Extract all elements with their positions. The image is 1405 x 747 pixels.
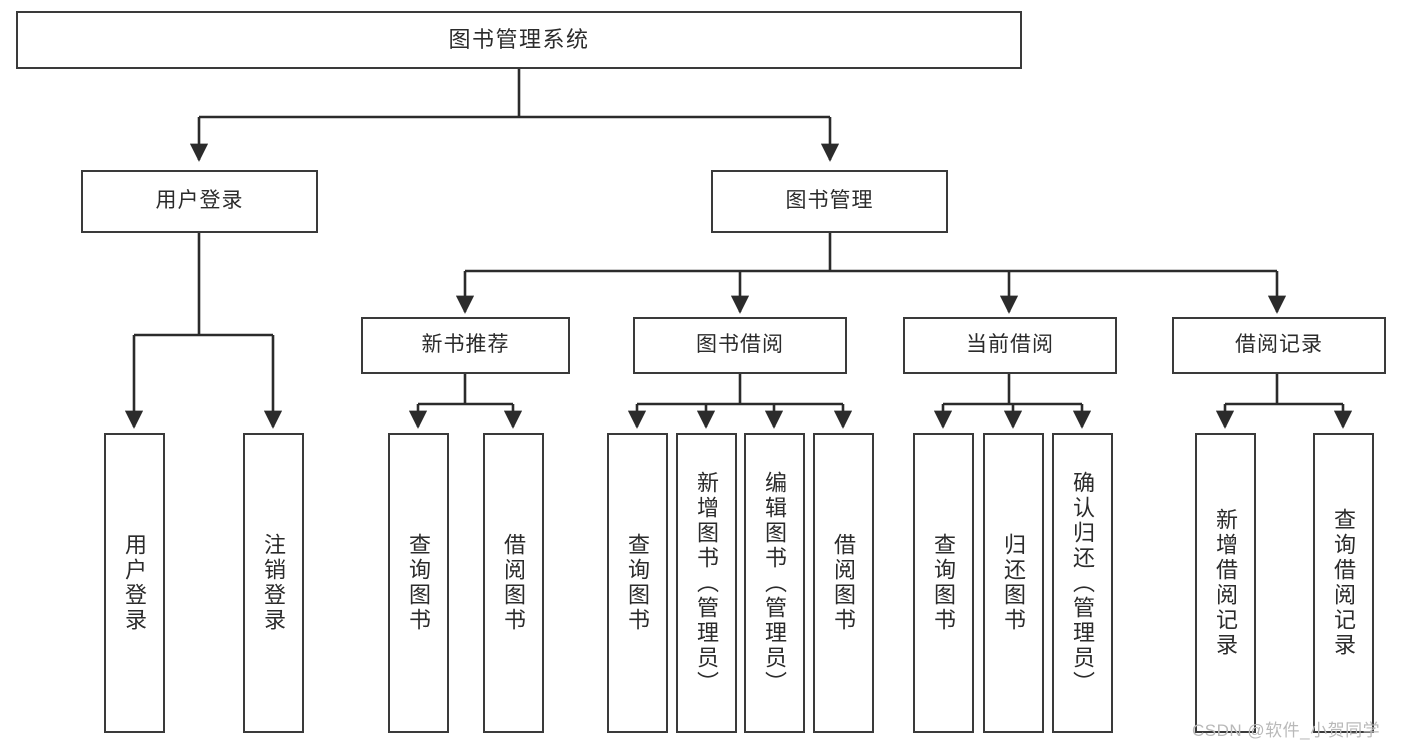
leaf-add-book[interactable]: 新增图书（管理员） <box>676 433 737 733</box>
leaf-user-logout[interactable]: 注销登录 <box>243 433 304 733</box>
node-root-system[interactable]: 图书管理系统 <box>16 11 1022 69</box>
leaf-return-book[interactable]: 归还图书 <box>983 433 1044 733</box>
node-book-management[interactable]: 图书管理 <box>711 170 948 233</box>
leaf-user-login[interactable]: 用户登录 <box>104 433 165 733</box>
leaf-query-book-1-label: 查询图书 <box>406 533 432 633</box>
node-book-borrow-label: 图书借阅 <box>696 333 784 357</box>
leaf-add-book-label: 新增图书（管理员） <box>694 470 720 696</box>
leaf-return-book-label: 归还图书 <box>1001 533 1027 633</box>
leaf-query-book-3[interactable]: 查询图书 <box>913 433 974 733</box>
leaf-query-book-2-label: 查询图书 <box>625 533 651 633</box>
node-user-login-label: 用户登录 <box>155 189 244 213</box>
leaf-add-record-label: 新增借阅记录 <box>1213 508 1239 658</box>
leaf-borrow-book-1-label: 借阅图书 <box>501 533 527 633</box>
leaf-borrow-book-2-label: 借阅图书 <box>831 533 857 633</box>
node-new-book-recommend[interactable]: 新书推荐 <box>361 317 570 374</box>
leaf-query-record-label: 查询借阅记录 <box>1331 508 1357 658</box>
leaf-add-record[interactable]: 新增借阅记录 <box>1195 433 1256 733</box>
node-new-book-recommend-label: 新书推荐 <box>421 333 510 357</box>
node-root-system-label: 图书管理系统 <box>448 27 590 53</box>
leaf-query-book-1[interactable]: 查询图书 <box>388 433 449 733</box>
leaf-edit-book[interactable]: 编辑图书（管理员） <box>744 433 805 733</box>
node-borrow-record-label: 借阅记录 <box>1235 333 1323 357</box>
leaf-edit-book-label: 编辑图书（管理员） <box>762 470 788 696</box>
node-current-borrow-label: 当前借阅 <box>966 333 1054 357</box>
csdn-watermark: CSDN @软件_小贺同学 <box>1192 721 1381 740</box>
leaf-confirm-return-label: 确认归还（管理员） <box>1070 470 1096 696</box>
leaf-confirm-return[interactable]: 确认归还（管理员） <box>1052 433 1113 733</box>
node-book-borrow[interactable]: 图书借阅 <box>633 317 847 374</box>
leaf-query-book-3-label: 查询图书 <box>931 533 957 633</box>
node-current-borrow[interactable]: 当前借阅 <box>903 317 1117 374</box>
node-book-management-label: 图书管理 <box>785 189 874 213</box>
leaf-borrow-book-2[interactable]: 借阅图书 <box>813 433 874 733</box>
leaf-user-login-label: 用户登录 <box>122 533 148 633</box>
leaf-borrow-book-1[interactable]: 借阅图书 <box>483 433 544 733</box>
node-borrow-record[interactable]: 借阅记录 <box>1172 317 1386 374</box>
leaf-query-record[interactable]: 查询借阅记录 <box>1313 433 1374 733</box>
leaf-user-logout-label: 注销登录 <box>261 533 287 633</box>
leaf-query-book-2[interactable]: 查询图书 <box>607 433 668 733</box>
node-user-login[interactable]: 用户登录 <box>81 170 318 233</box>
